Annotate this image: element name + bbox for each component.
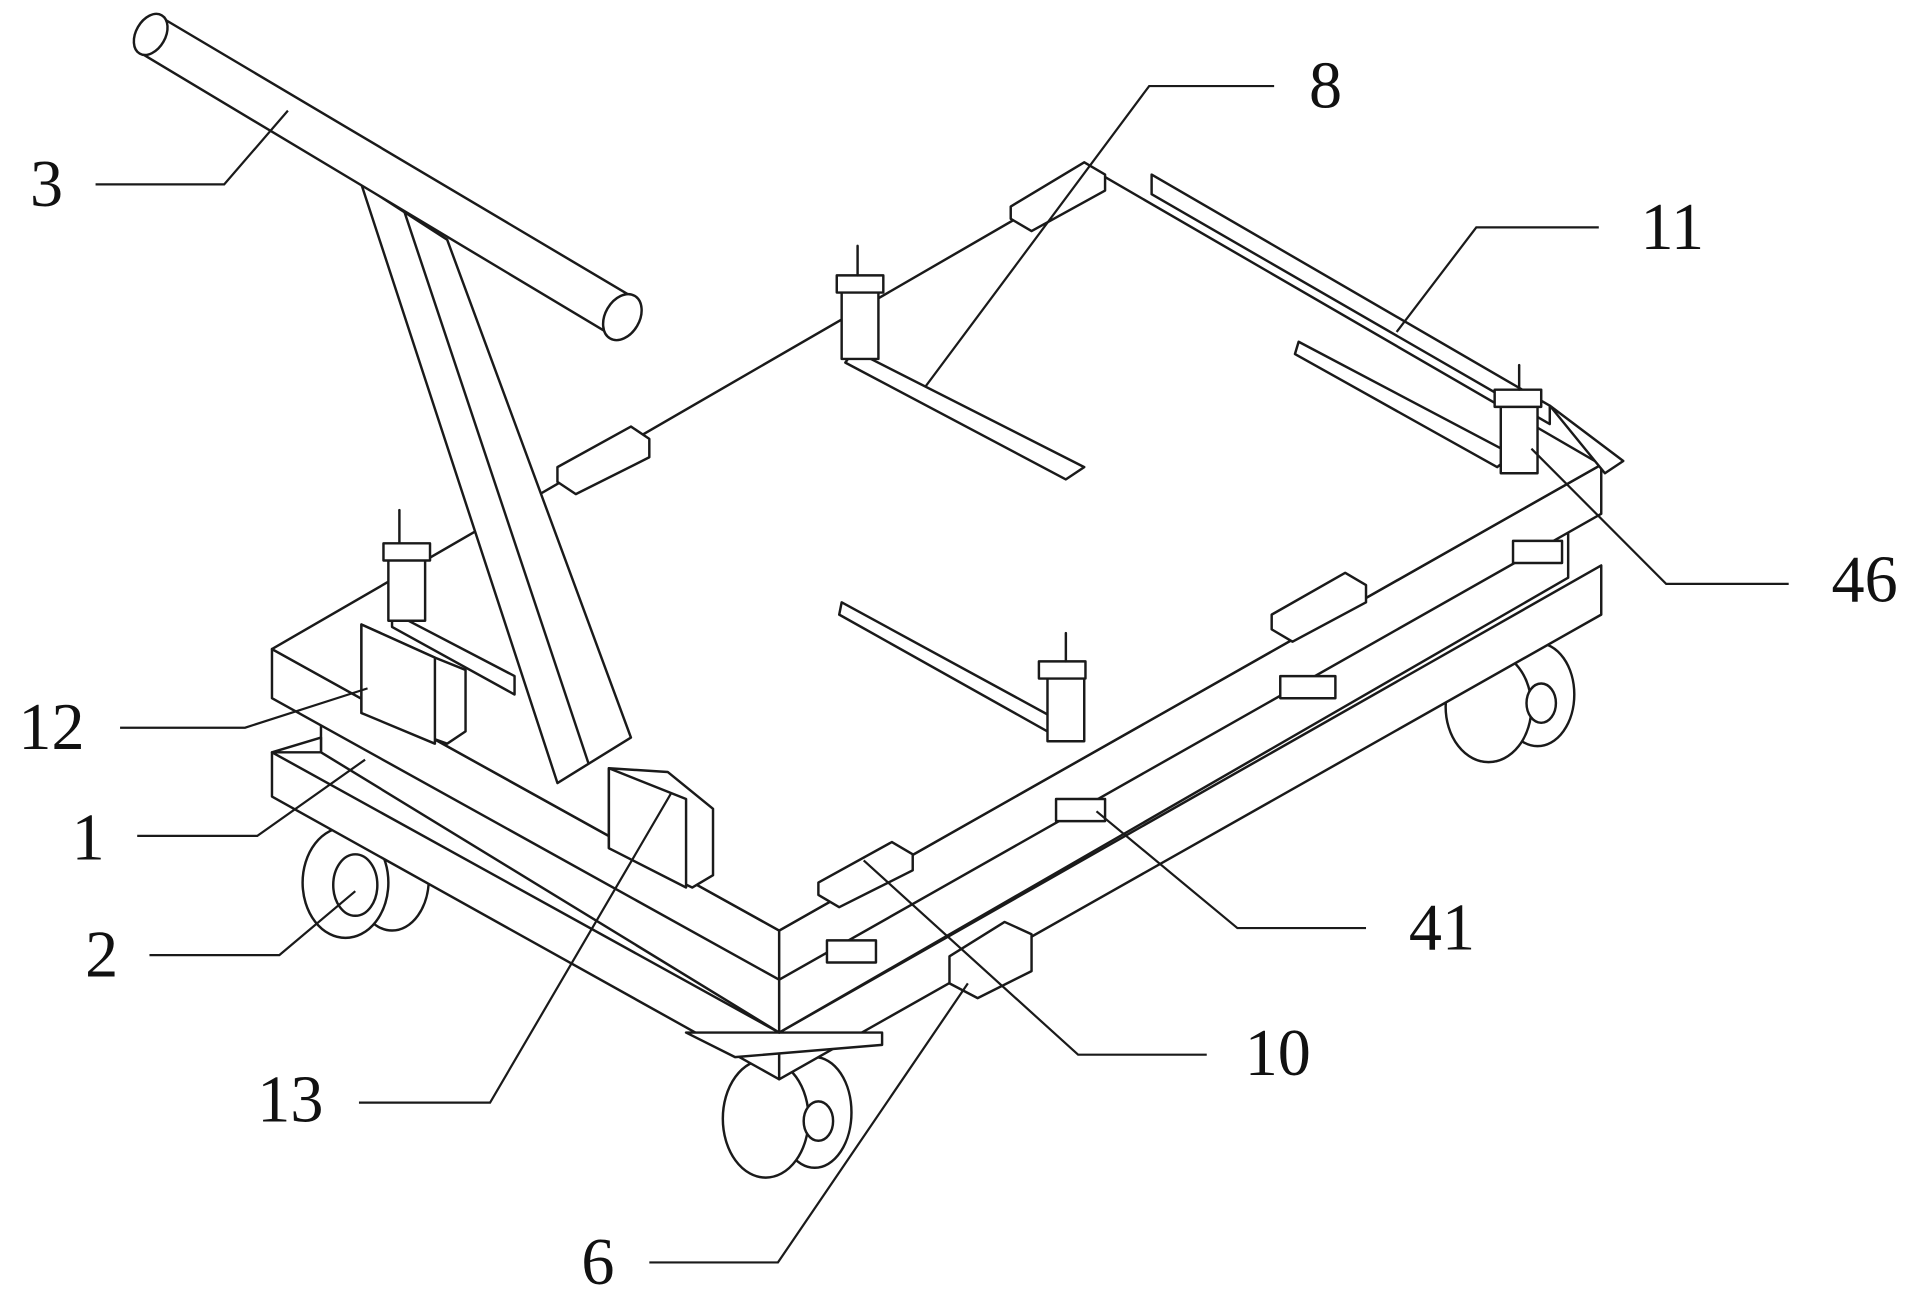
label-wheel: 2: [85, 918, 118, 991]
label-side-rail: 11: [1640, 191, 1704, 264]
label-center-block: 6: [581, 1226, 614, 1299]
label-clamp-bracket: 46: [1832, 543, 1898, 616]
label-base-frame: 1: [72, 802, 105, 875]
label-slot-block: 41: [1409, 891, 1475, 964]
label-front-block: 13: [257, 1063, 323, 1136]
label-pad-block: 10: [1245, 1017, 1311, 1090]
label-guide-strip: 8: [1309, 49, 1342, 122]
label-handle: 3: [30, 148, 63, 221]
label-side-block: 12: [18, 691, 84, 764]
